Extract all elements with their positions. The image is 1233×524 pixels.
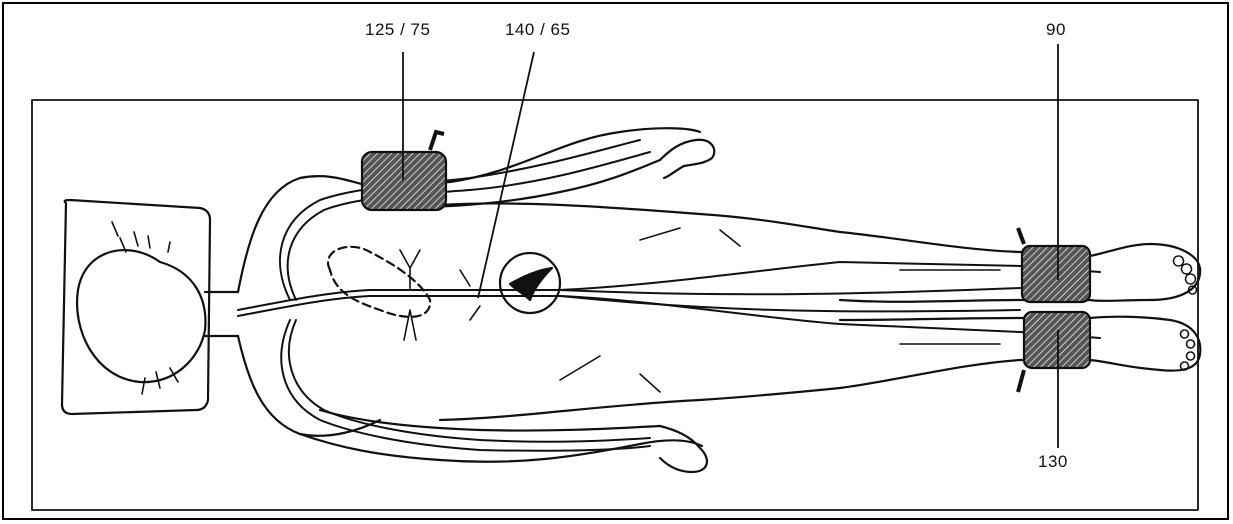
torso-outline: [238, 176, 840, 436]
cuff-left-arm: [362, 152, 446, 210]
hand-bottom: [660, 426, 707, 472]
head: [77, 250, 205, 382]
label-right-ankle-pressure: 90: [1046, 20, 1066, 40]
hair-marks: [112, 222, 178, 394]
cuff-left-ankle: [1024, 312, 1090, 368]
heart: [328, 247, 430, 317]
toes: [1174, 256, 1197, 370]
label-left-ankle-pressure: 130: [1038, 452, 1068, 472]
label-aorta-pressure: 140 / 65: [505, 20, 570, 40]
label-left-arm-pressure: 125 / 75: [365, 20, 430, 40]
hand-top: [660, 140, 714, 178]
cuff-right-ankle: [1022, 246, 1090, 302]
arm-bottom: [300, 410, 702, 462]
